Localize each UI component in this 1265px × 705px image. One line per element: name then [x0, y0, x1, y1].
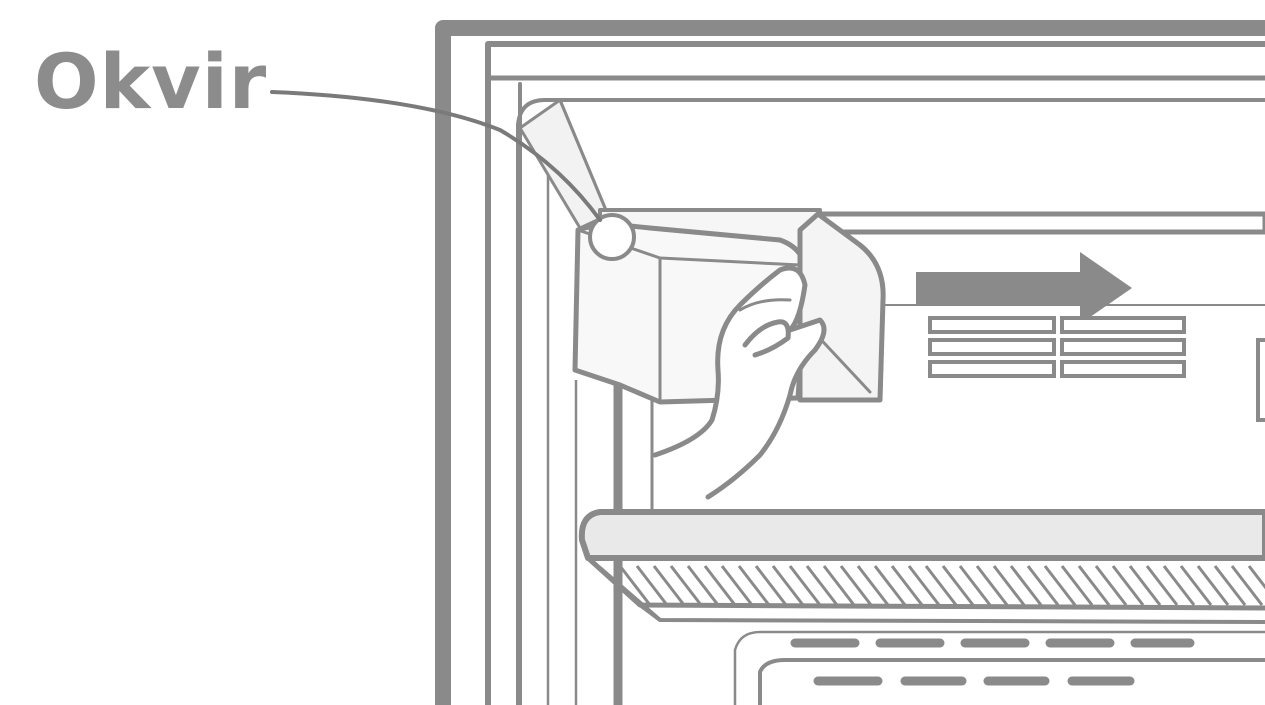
- shelf-ribs: [620, 566, 1265, 605]
- light-cover: [520, 100, 1265, 402]
- arrow-right-icon: [916, 252, 1132, 324]
- shelf: [582, 512, 1265, 622]
- crisper-drawer: [735, 632, 1265, 705]
- vent-grille: [930, 318, 1265, 420]
- inner-liner: [518, 100, 1265, 705]
- callout-label: Okvir: [34, 44, 267, 120]
